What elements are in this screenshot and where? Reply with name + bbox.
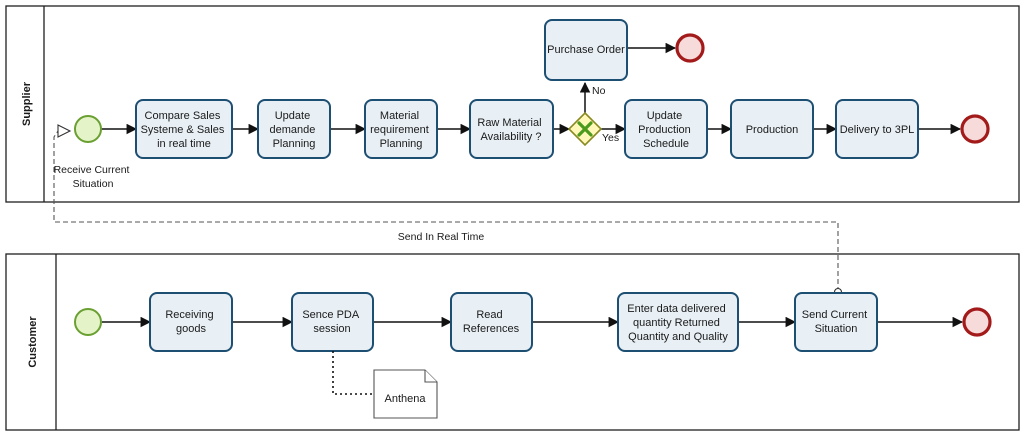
- task-material-requirement-planning[interactable]: Material requirement Planning: [364, 99, 438, 159]
- gateway-yes-label: Yes: [602, 132, 619, 144]
- supplier-start-event[interactable]: [74, 115, 102, 143]
- task-compare-sales[interactable]: Compare Sales Systeme & Sales in real ti…: [135, 99, 233, 159]
- task-raw-material-availability[interactable]: Raw Material Availability ?: [469, 99, 554, 159]
- task-delivery-to-3pl[interactable]: Delivery to 3PL: [835, 99, 919, 159]
- svg-text:Purchase Order: Purchase Order: [547, 44, 625, 56]
- supplier-end-event-purchase[interactable]: [675, 33, 705, 63]
- task-receiving-goods[interactable]: Receiving goods: [149, 292, 233, 352]
- task-send-current-situation[interactable]: Send Current Situation: [794, 292, 878, 352]
- svg-text:Receiving goods: Receiving goods: [165, 309, 216, 335]
- task-enter-data-delivered[interactable]: Enter data delivered quantity Returned Q…: [617, 292, 739, 352]
- svg-text:Raw Material Availabilit: Raw Material Availability ?: [477, 117, 544, 143]
- task-purchase-order[interactable]: Purchase Order: [544, 19, 628, 81]
- exclusive-gateway[interactable]: [567, 111, 603, 147]
- svg-text:Update demande Pla: Update demande Planning: [270, 110, 319, 150]
- svg-text:Compare Sales Systeme &: Compare Sales Systeme & Sales in real ti…: [141, 110, 228, 150]
- task-read-references[interactable]: Read References: [450, 292, 533, 352]
- svg-text:Production: Production: [746, 124, 799, 136]
- customer-pool-label: Customer: [27, 316, 39, 368]
- task-production[interactable]: Production: [730, 99, 814, 159]
- task-update-production-schedule[interactable]: Update Production Schedule: [624, 99, 708, 159]
- gateway-no-label: No: [592, 85, 606, 97]
- message-flow-label: Send In Real Time: [398, 231, 485, 243]
- supplier-pool-label: Supplier: [21, 81, 33, 126]
- svg-text:Update Production: Update Production Schedule: [638, 110, 694, 150]
- supplier-end-event[interactable]: [960, 114, 990, 144]
- svg-text:Enter data delivered qua: Enter data delivered quantity Returned Q…: [627, 303, 729, 343]
- supplier-start-event-label: Receive Current Situation: [54, 164, 133, 190]
- customer-start-event[interactable]: [74, 308, 102, 336]
- svg-text:Sence PDA session: Sence PDA session: [302, 309, 361, 335]
- svg-text:Send Current Situation: Send Current Situation: [802, 309, 871, 335]
- message-flow-arrowhead: [57, 124, 72, 138]
- data-object-anthena[interactable]: Anthena: [373, 369, 438, 419]
- svg-text:Read References: Read References: [463, 309, 520, 335]
- task-sence-pda-session[interactable]: Sence PDA session: [291, 292, 374, 352]
- svg-text:Delivery to 3PL: Delivery to 3PL: [840, 124, 915, 136]
- svg-text:Anthena: Anthena: [385, 393, 427, 405]
- task-update-demande-planning[interactable]: Update demande Planning: [257, 99, 331, 159]
- customer-end-event[interactable]: [962, 307, 992, 337]
- svg-text:Material requirement: Material requirement Planning: [370, 110, 432, 150]
